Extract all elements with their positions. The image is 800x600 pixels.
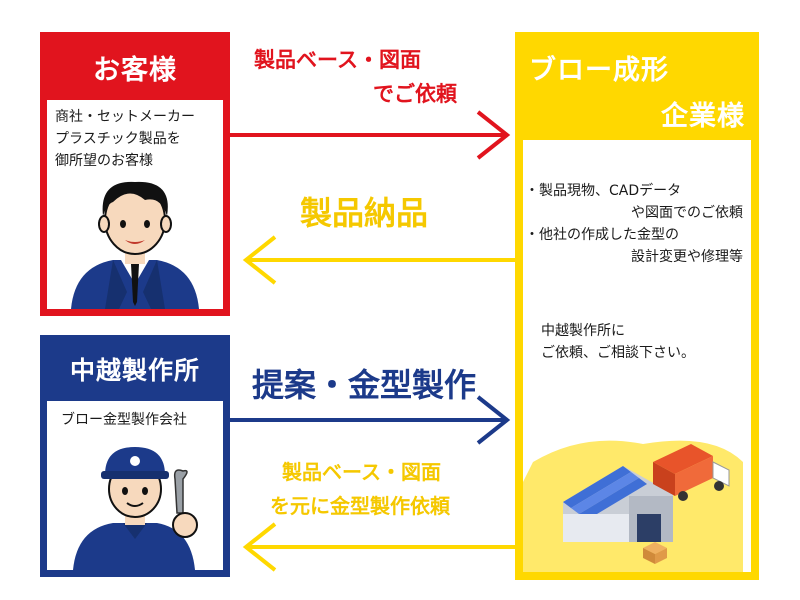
worker-illustration [73,447,198,570]
arrow-request-red [230,110,511,160]
arrow-label-delivery: 製品納品 [300,194,429,232]
arrow-delivery-yellow [242,235,515,285]
customer-panel: 商社・セットメーカー プラスチック製品を 御所望のお客様 [47,100,223,309]
boxes-icon [643,542,667,564]
company-panel: ブロー金型製作会社 [47,401,223,570]
customer-box: お客様 商社・セットメーカー プラスチック製品を 御所望のお客様 [40,32,230,316]
arrow-order-yellow [242,522,515,572]
factory-illustration [523,440,743,572]
item-line: ・他社の作成した金型の [525,227,679,243]
customer-description-line: プラスチック製品を [55,131,181,147]
customer-description: 商社・セットメーカー プラスチック製品を 御所望のお客様 [55,106,195,172]
truck-icon [653,444,730,501]
company-description: ブロー金型製作会社 [61,412,187,428]
arrow-proposal-navy [230,395,511,445]
item-line: や図面でのご依頼 [631,205,743,221]
blow-molding-box: ブロー成形 企業様 ・製品現物、CADデータ や図面でのご依頼 ・他社の作成した… [515,32,759,580]
blow-molding-items: ・製品現物、CADデータ や図面でのご依頼 ・他社の作成した金型の 設計変更や修… [525,180,749,268]
arrow-label-proposal: 提案・金型製作 [252,366,477,404]
warehouse-icon [563,466,673,542]
blow-molding-note: 中越製作所に ご依頼、ご相談下さい。 [541,320,695,364]
arrow-label-request-line2: でご依頼 [373,82,457,106]
arrow-label-order-line1: 製品ベース・図面 [282,460,441,484]
item-line: 設計変更や修理等 [631,249,743,265]
company-box: 中越製作所 ブロー金型製作会社 [40,335,230,577]
note-line: ご依頼、ご相談下さい。 [541,345,695,361]
item-line: ・製品現物、CADデータ [525,183,682,199]
note-line: 中越製作所に [541,323,625,339]
customer-title: お客様 [93,55,177,86]
businessman-illustration [71,181,199,309]
wrench-icon [172,469,198,538]
blow-molding-panel: ・製品現物、CADデータ や図面でのご依頼 ・他社の作成した金型の 設計変更や修… [523,140,751,572]
blow-molding-title-line2: 企業様 [661,101,745,132]
customer-description-line: 御所望のお客様 [55,153,153,169]
blow-molding-title-line1: ブロー成形 [529,55,669,86]
arrow-label-request-line1: 製品ベース・図面 [254,48,421,72]
company-title: 中越製作所 [69,356,200,385]
customer-description-line: 商社・セットメーカー [55,109,195,125]
arrow-label-order-line2: を元に金型製作依頼 [270,494,450,518]
